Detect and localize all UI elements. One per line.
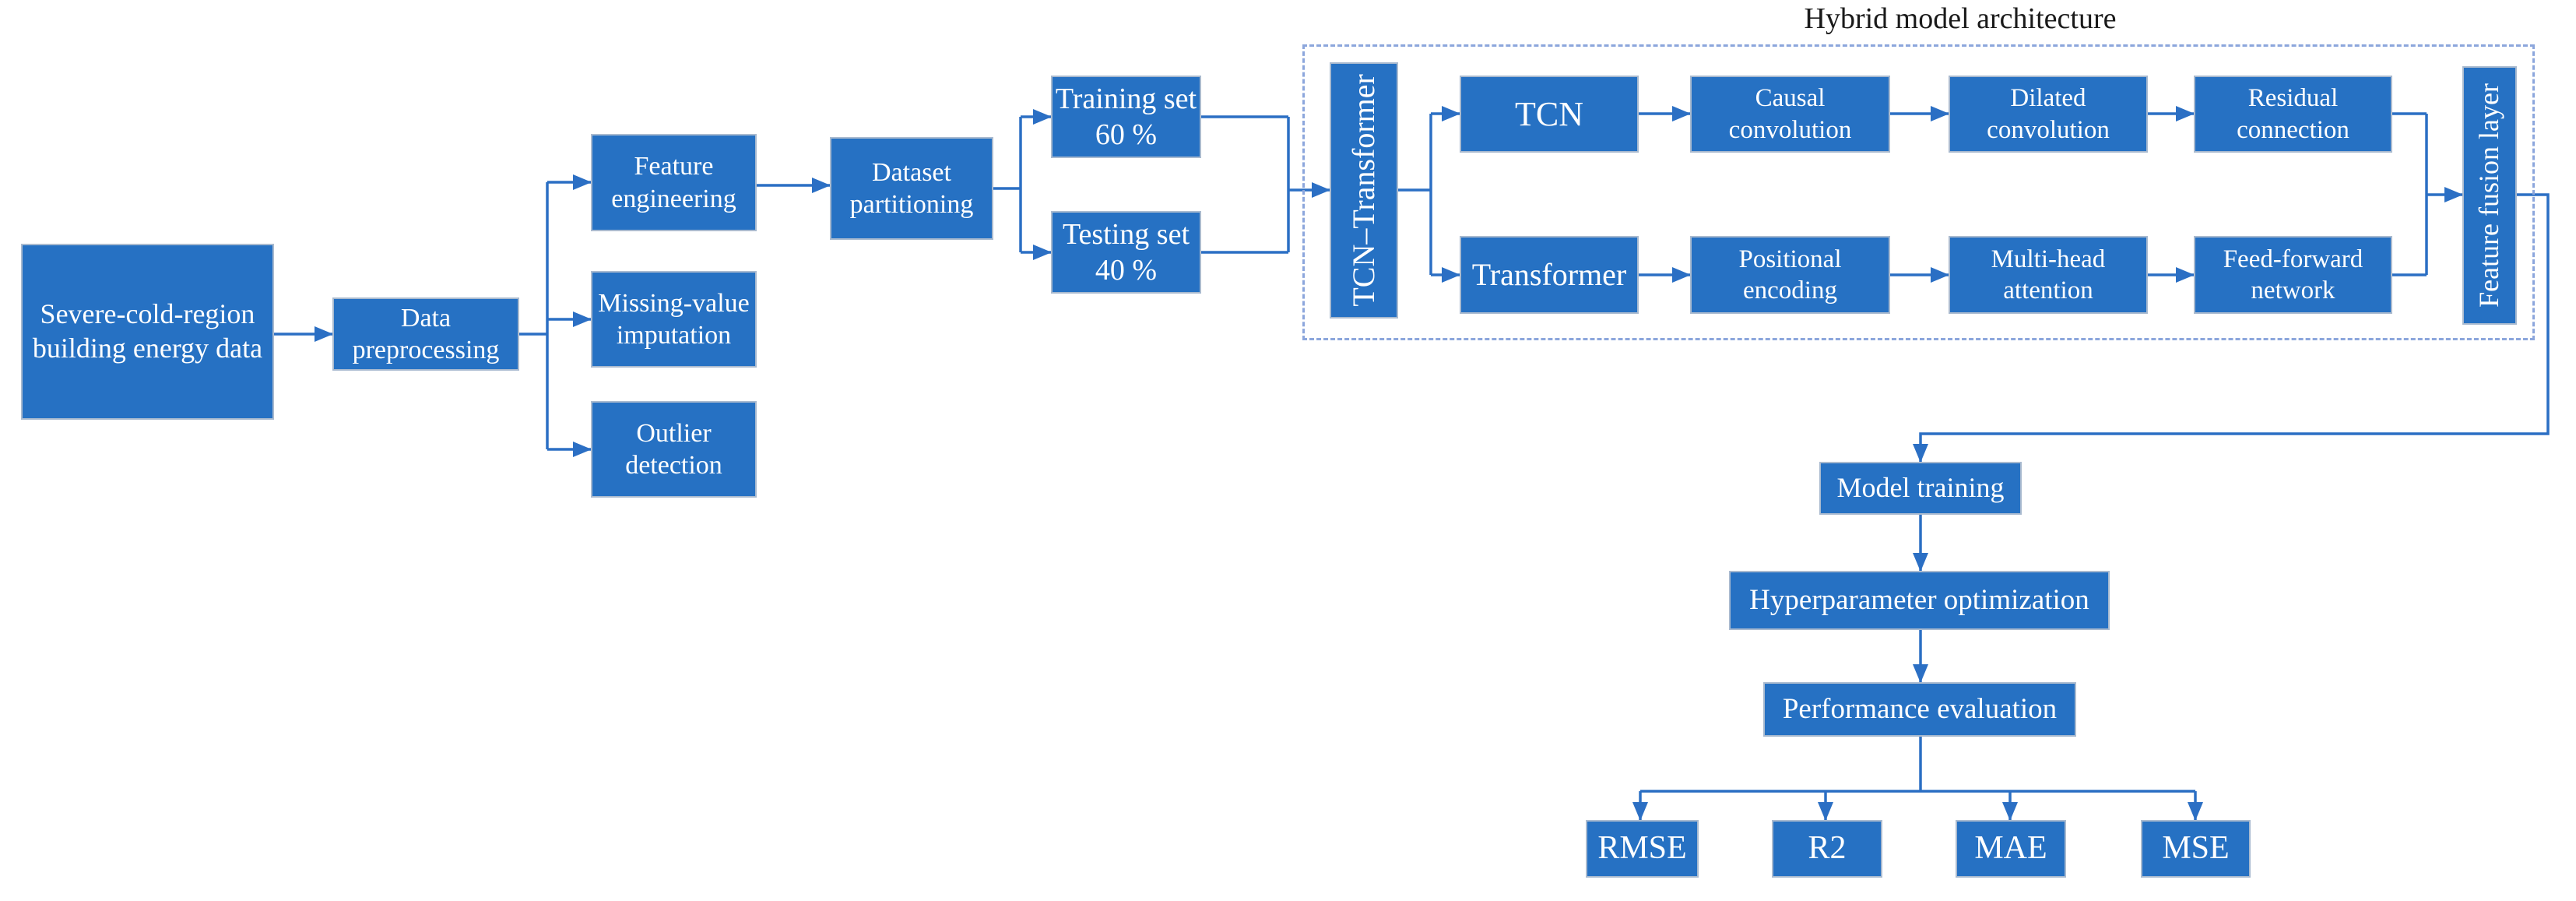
box-metric-mse-label: MSE [2162,830,2230,867]
box-dilated-convolution: Dilated convolution [1949,76,2148,153]
box-model-training: Model training [1819,462,2022,515]
box-dataset-partitioning-label: Dataset partitioning [849,157,974,219]
box-model-training-label: Model training [1836,472,2005,504]
box-training-set: Training set 60 % [1051,76,1201,158]
box-causal-convolution-label: Causal convolution [1728,84,1852,144]
box-feature-fusion-layer-label: Feature fusion layer [2473,83,2505,308]
box-data-preprocessing-label: Data preprocessing [352,303,500,364]
box-residual-connection: Residual connection [2194,76,2392,153]
box-multi-head-attention: Multi-head attention [1949,236,2148,314]
box-hyperparameter-optimization: Hyperparameter optimization [1729,571,2110,630]
box-performance-evaluation-label: Performance evaluation [1782,693,2058,726]
box-positional-encoding-label: Positional encoding [1738,245,1842,304]
box-testing-set-label: Testing set 40 % [1062,217,1190,287]
box-feed-forward-network-label: Feed-forward network [2223,245,2363,304]
box-outlier-detection: Outlier detection [591,401,757,498]
box-transformer-label: Transformer [1471,256,1627,292]
box-outlier-detection-label: Outlier detection [625,418,722,480]
box-tcn-transformer-label: TCN–Transformer [1345,74,1381,307]
box-metric-r2-label: R2 [1808,830,1847,867]
box-transformer: Transformer [1460,236,1639,314]
box-tcn: TCN [1460,76,1639,153]
box-metric-mae-label: MAE [1974,830,2047,867]
box-tcn-transformer: TCN–Transformer [1330,62,1398,319]
box-testing-set: Testing set 40 % [1051,211,1201,294]
box-multi-head-attention-label: Multi-head attention [1991,245,2106,304]
box-source-data-label: Severe-cold-region building energy data [32,298,263,364]
box-feature-engineering-label: Feature engineering [611,152,736,213]
connector-fusion-to-model-training [1913,193,2550,463]
box-causal-convolution: Causal convolution [1690,76,1890,153]
hybrid-architecture-dashed-border [1302,44,2535,340]
box-data-preprocessing: Data preprocessing [332,297,519,371]
box-missing-value-imputation: Missing-value imputation [591,271,757,368]
box-feed-forward-network: Feed-forward network [2194,236,2392,314]
box-dilated-convolution-label: Dilated convolution [1987,84,2110,144]
box-feature-fusion-layer: Feature fusion layer [2462,66,2517,325]
box-positional-encoding: Positional encoding [1690,236,1890,314]
box-training-set-label: Training set 60 % [1055,82,1197,151]
box-metric-mae: MAE [1956,820,2066,878]
box-dataset-partitioning: Dataset partitioning [830,137,993,240]
box-source-data: Severe-cold-region building energy data [21,244,274,420]
box-metric-r2: R2 [1772,820,1882,878]
box-residual-connection-label: Residual connection [2237,84,2349,144]
box-hyperparameter-optimization-label: Hyperparameter optimization [1749,584,2089,617]
hybrid-architecture-label: Hybrid model architecture [1804,2,2117,35]
box-metric-rmse: RMSE [1586,820,1699,878]
box-metric-rmse-label: RMSE [1597,830,1687,867]
box-feature-engineering: Feature engineering [591,134,757,231]
box-tcn-label: TCN [1515,94,1583,133]
box-metric-mse: MSE [2141,820,2251,878]
box-missing-value-imputation-label: Missing-value imputation [598,288,750,350]
box-performance-evaluation: Performance evaluation [1763,682,2076,737]
